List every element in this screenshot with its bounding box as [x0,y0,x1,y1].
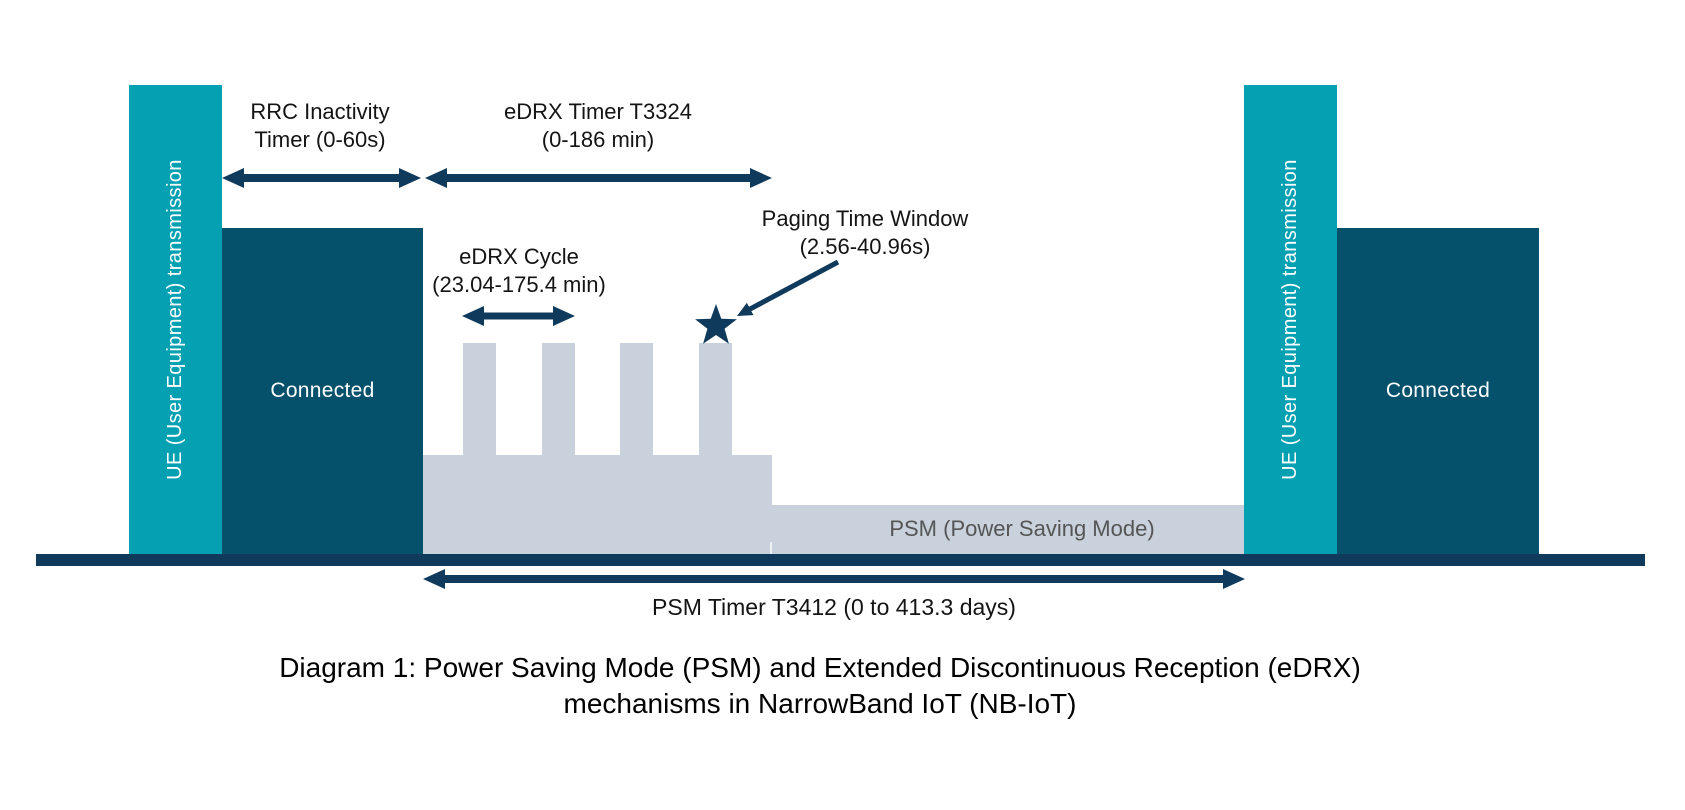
psm-block-label: PSM (Power Saving Mode) [889,516,1155,541]
paging-occasion-star-icon [695,304,737,344]
right-connected-block: Connected [1337,228,1539,554]
edrx-timer-label: eDRX Timer T3324 (0-186 min) [504,99,692,152]
left-ue-transmission-label: UE (User Equipment) transmission [164,159,186,480]
edrx-paging-pulse [699,343,732,455]
edrx-cycle-label: eDRX Cycle (23.04-175.4 min) [432,244,606,297]
left-ue-transmission-bar [129,85,222,554]
left-connected-block: Connected [222,228,423,554]
edrx-paging-pulse [463,343,496,455]
psm-block [772,505,1244,554]
timeline-baseline [36,554,1645,566]
paging-window-arrow [736,259,840,317]
edrx-paging-pulse [620,343,653,455]
edrx-idle-base-block [423,455,772,554]
right-connected-label: Connected [1385,379,1491,402]
paging-time-window-label: Paging Time Window (2.56-40.96s) [761,206,969,259]
left-connected-label: Connected [270,379,375,402]
right-ue-transmission-bar [1244,85,1337,554]
diagram-caption: Diagram 1: Power Saving Mode (PSM) and E… [279,652,1361,720]
rrc-inactivity-timer-label: RRC Inactivity Timer (0-60s) [250,99,390,152]
edrx-psm-seam [770,542,772,554]
psm-timer-label: PSM Timer T3412 (0 to 413.3 days) [652,594,1016,620]
right-ue-transmission-label: UE (User Equipment) transmission [1279,159,1301,480]
edrx-paging-pulse [542,343,575,455]
